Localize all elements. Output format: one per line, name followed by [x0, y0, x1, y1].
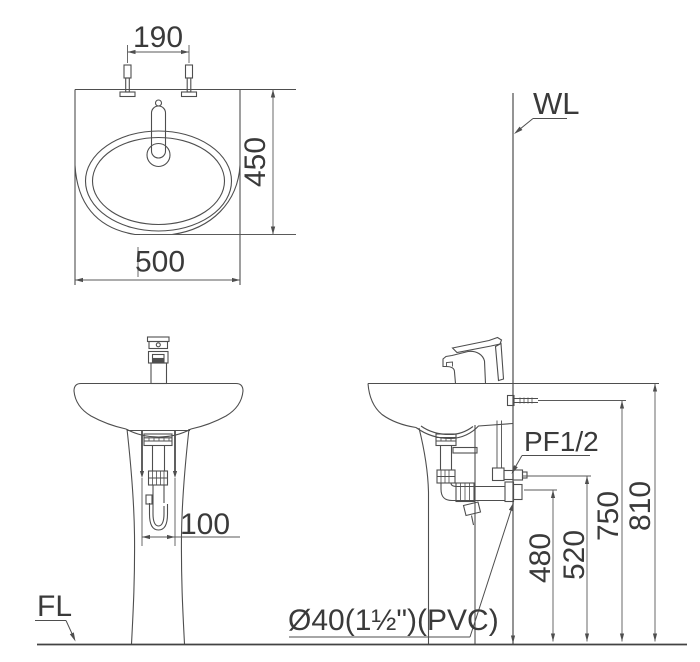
wall-line-bottom-arrow	[510, 635, 516, 644]
dim-500-lines	[75, 247, 240, 281]
pvc-leader	[289, 504, 514, 638]
dim-500-arrow-right	[232, 277, 240, 283]
leader-lines	[35, 118, 590, 642]
dim-750-text: 750	[592, 491, 625, 541]
reference-lines	[37, 93, 687, 646]
side-dim-arrows	[550, 383, 658, 642]
mounting-bolt-right	[180, 64, 198, 98]
dim-520-text: 520	[558, 530, 591, 580]
top-view	[74, 64, 296, 285]
front-view	[73, 336, 244, 645]
side-sink-bowl	[415, 422, 514, 440]
front-drain-trap	[143, 433, 173, 531]
pf-leader	[512, 455, 590, 472]
dim-810-text: 810	[624, 481, 657, 531]
dim-500-arrow-left	[75, 277, 83, 283]
dim-480-text: 480	[524, 533, 557, 583]
pvc-arrow	[508, 502, 514, 512]
side-view-dimensions	[522, 383, 658, 642]
sink-top-outline	[74, 88, 296, 285]
dim-100-text: 100	[180, 508, 230, 541]
front-pedestal	[126, 428, 190, 645]
wl-arrow	[514, 126, 523, 134]
side-faucet	[442, 336, 505, 385]
fl-leader	[35, 620, 75, 639]
side-supply-pipe	[452, 420, 528, 482]
drain-pipe-label: Ø40(1½")(PVC)	[288, 604, 499, 637]
floor-line-label: FL	[37, 590, 72, 623]
dim-450-arrow-top	[270, 89, 276, 98]
mounting-bolt-left	[119, 64, 136, 98]
dim-450-text: 450	[239, 137, 272, 187]
dim-500-text: 500	[135, 246, 185, 279]
fl-arrow	[69, 632, 76, 642]
side-ext-lines	[522, 400, 626, 491]
faucet-top-body	[150, 105, 167, 159]
dim-100-lines	[141, 478, 240, 546]
dim-450-lines	[140, 89, 296, 235]
side-wall-bolt	[506, 394, 538, 407]
front-faucet	[146, 336, 170, 385]
dim-100-arrow-right	[167, 534, 175, 540]
pf-arrow	[511, 465, 518, 474]
dim-100-arrow-left	[142, 534, 150, 540]
front-fixing-rods	[139, 431, 178, 478]
side-dim-lines	[552, 383, 656, 642]
front-sink-outline	[73, 382, 244, 438]
dim-190-lines	[127, 45, 190, 63]
dim-190-text: 190	[133, 21, 183, 54]
supply-thread-label: PF1/2	[524, 426, 599, 457]
wall-line-label: WL	[533, 86, 580, 121]
dim-450-arrow-bottom	[270, 226, 276, 235]
basin-rim	[84, 130, 233, 232]
side-pedestal	[418, 425, 476, 644]
basin-bowl	[91, 136, 226, 226]
top-view-dimensions	[75, 45, 296, 283]
dim-190-arrow-right	[181, 49, 189, 55]
dim-190-arrow-left	[127, 49, 136, 55]
front-view-dimensions	[141, 478, 240, 546]
side-sink-skirt	[367, 383, 417, 429]
faucet-base-circle	[146, 142, 171, 168]
faucet-tip-dot	[154, 99, 163, 107]
